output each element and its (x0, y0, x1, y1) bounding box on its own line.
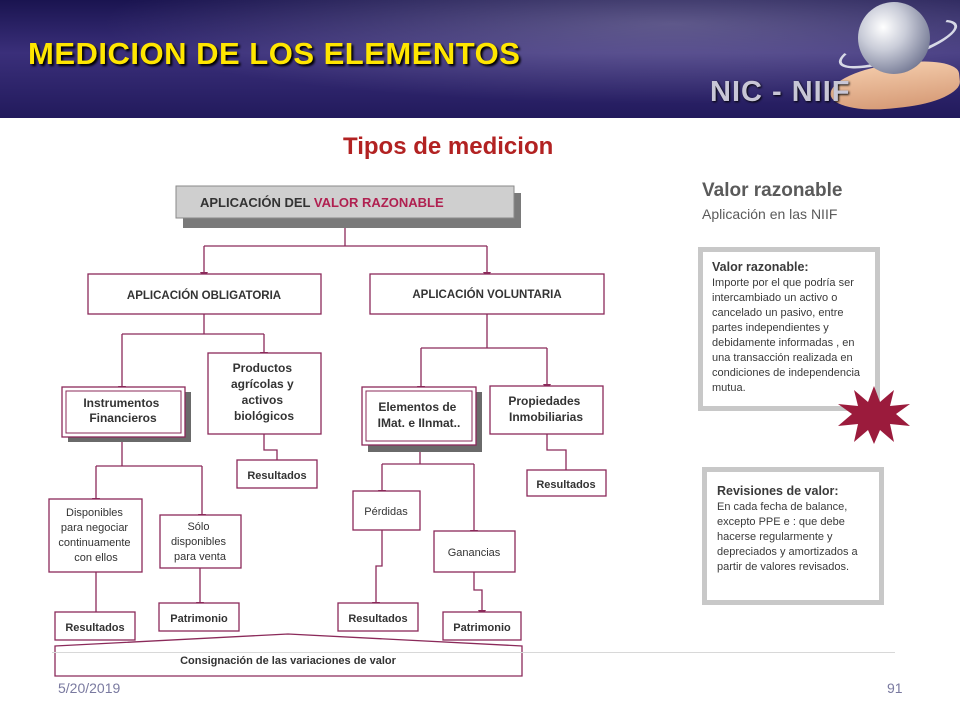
revision-line-3: hacerse regularmente y (717, 531, 833, 543)
slide-title: MEDICION DE LOS ELEMENTOS (28, 36, 521, 71)
elementos-line-1: Elementos de (378, 400, 456, 414)
definition-line-7: condiciones de independencia (712, 367, 861, 379)
productos-line-3: activos (242, 393, 284, 407)
definition-line-1: Importe por el que podría ser (712, 277, 854, 289)
slide-header: MEDICION DE LOS ELEMENTOS NIC - NIIF (0, 0, 960, 118)
definition-line-3: cancelado un pasivo, entre (712, 307, 844, 319)
node-propiedades: Propiedades Inmobiliarias (489, 385, 604, 435)
node-obligatoria: APLICACIÓN OBLIGATORIA (87, 273, 322, 315)
propiedades-line-2: Inmobiliarias (509, 410, 583, 424)
svg-text:Sólo disponibles p: Sólo disponibles para venta (171, 521, 229, 563)
productos-line-4: biológicos (234, 409, 294, 423)
solo-line-3: para venta (174, 551, 227, 563)
svg-text:Productos agrícolas y: Productos agrícolas y activos biológicos (231, 361, 297, 423)
revision-line-1: En cada fecha de balance, (717, 501, 848, 513)
footer-date: 5/20/2019 (58, 680, 121, 696)
starburst-icon (838, 386, 910, 444)
node-patrimonio-solo: Patrimonio (158, 602, 240, 632)
definition-line-8: mutua. (712, 382, 746, 394)
globe-icon (858, 2, 930, 74)
revision-line-5: partir de valores revisados. (717, 561, 850, 573)
disponibles-line-2: para negociar (61, 522, 129, 534)
node-productos: Productos agrícolas y activos biológicos (207, 352, 322, 435)
resultados-label: Resultados (536, 479, 595, 491)
perdidas-label: Pérdidas (364, 506, 408, 518)
resultados-label: Resultados (247, 470, 306, 482)
svg-text:APLICACIÓN DEL VALOR RAZONABLE: APLICACIÓN DEL VALOR RAZONABLE (200, 195, 444, 210)
productos-line-1: Productos (233, 361, 293, 375)
side-subtitle: Aplicación en las NIIF (702, 206, 838, 222)
root-label: APLICACIÓN DEL (200, 195, 314, 210)
definition-line-4: partes independientes y (712, 322, 829, 334)
node-perdidas: Pérdidas (352, 490, 421, 531)
header-sheen (0, 0, 960, 118)
revision-line-2: excepto PPE e : que debe (717, 516, 845, 528)
side-title: Valor razonable (702, 180, 843, 201)
node-ganancias: Ganancias (433, 530, 516, 573)
definition-heading: Valor razonable: (712, 260, 809, 274)
consignacion-banner: Consignación de las variaciones de valor (54, 633, 523, 677)
node-instrumentos: Instrumentos Financieros (61, 386, 191, 442)
node-resultados-productos: Resultados (236, 459, 318, 489)
root-node: APLICACIÓN DEL VALOR RAZONABLE (175, 185, 521, 228)
patrimonio-label: Patrimonio (170, 613, 228, 625)
svg-text:Instrumentos Financieros: Instrumentos Financieros (83, 396, 162, 425)
definition-box: Valor razonable: Importe por el que podr… (698, 247, 880, 411)
disponibles-line-1: Disponibles (66, 507, 123, 519)
slide-subtitle: Tipos de medicion (343, 133, 554, 160)
node-resultados-perdidas: Resultados (337, 602, 419, 632)
node-disponibles: Disponibles para negociar continuamente … (48, 498, 143, 573)
consignacion-label: Consignación de las variaciones de valor (180, 655, 397, 667)
patrimonio-label: Patrimonio (453, 622, 511, 634)
instrumentos-line-1: Instrumentos (83, 396, 159, 410)
node-solo-disponibles: Sólo disponibles para venta (159, 514, 242, 569)
definition-line-2: intercambiado un activo o (712, 292, 838, 304)
logo-text: NIC - NIIF (710, 76, 851, 108)
ganancias-label: Ganancias (448, 547, 501, 559)
page-number: 91 (887, 680, 903, 696)
svg-text:Disponibles para negoc: Disponibles para negociar continuamente … (58, 507, 133, 564)
svg-text:Elementos de IMat. e IIn: Elementos de IMat. e IInmat.. (378, 400, 461, 430)
solo-line-2: disponibles (171, 536, 227, 548)
solo-line-1: Sólo (187, 521, 209, 533)
node-resultados-propiedades: Resultados (526, 469, 607, 497)
voluntaria-label: APLICACIÓN VOLUNTARIA (412, 288, 561, 301)
definition-line-5: debidamente informadas , en (712, 337, 855, 349)
elementos-line-2: IMat. e IInmat.. (378, 416, 461, 430)
node-voluntaria: APLICACIÓN VOLUNTARIA (369, 273, 605, 315)
definition-line-6: una transacción realizada en (712, 352, 853, 364)
revision-heading: Revisiones de valor: (717, 484, 839, 498)
resultados-label: Resultados (348, 613, 407, 625)
productos-line-2: agrícolas y (231, 377, 294, 391)
disponibles-line-3: continuamente (58, 537, 130, 549)
disponibles-line-4: con ellos (74, 552, 118, 564)
revision-line-4: depreciados y amortizados a (717, 546, 858, 558)
revision-box: Revisiones de valor: En cada fecha de ba… (702, 467, 884, 605)
node-resultados-disponibles: Resultados (54, 611, 136, 641)
obligatoria-label: APLICACIÓN OBLIGATORIA (127, 289, 281, 302)
footer-divider (52, 652, 895, 653)
propiedades-line-1: Propiedades (508, 394, 580, 408)
root-label-accent: VALOR RAZONABLE (314, 195, 444, 210)
resultados-label: Resultados (65, 622, 124, 634)
node-elementos: Elementos de IMat. e IInmat.. (361, 386, 482, 452)
svg-text:Propiedades Inmobiliaria: Propiedades Inmobiliarias (508, 394, 583, 424)
node-patrimonio-ganancias: Patrimonio (442, 611, 522, 641)
instrumentos-line-2: Financieros (89, 411, 157, 425)
